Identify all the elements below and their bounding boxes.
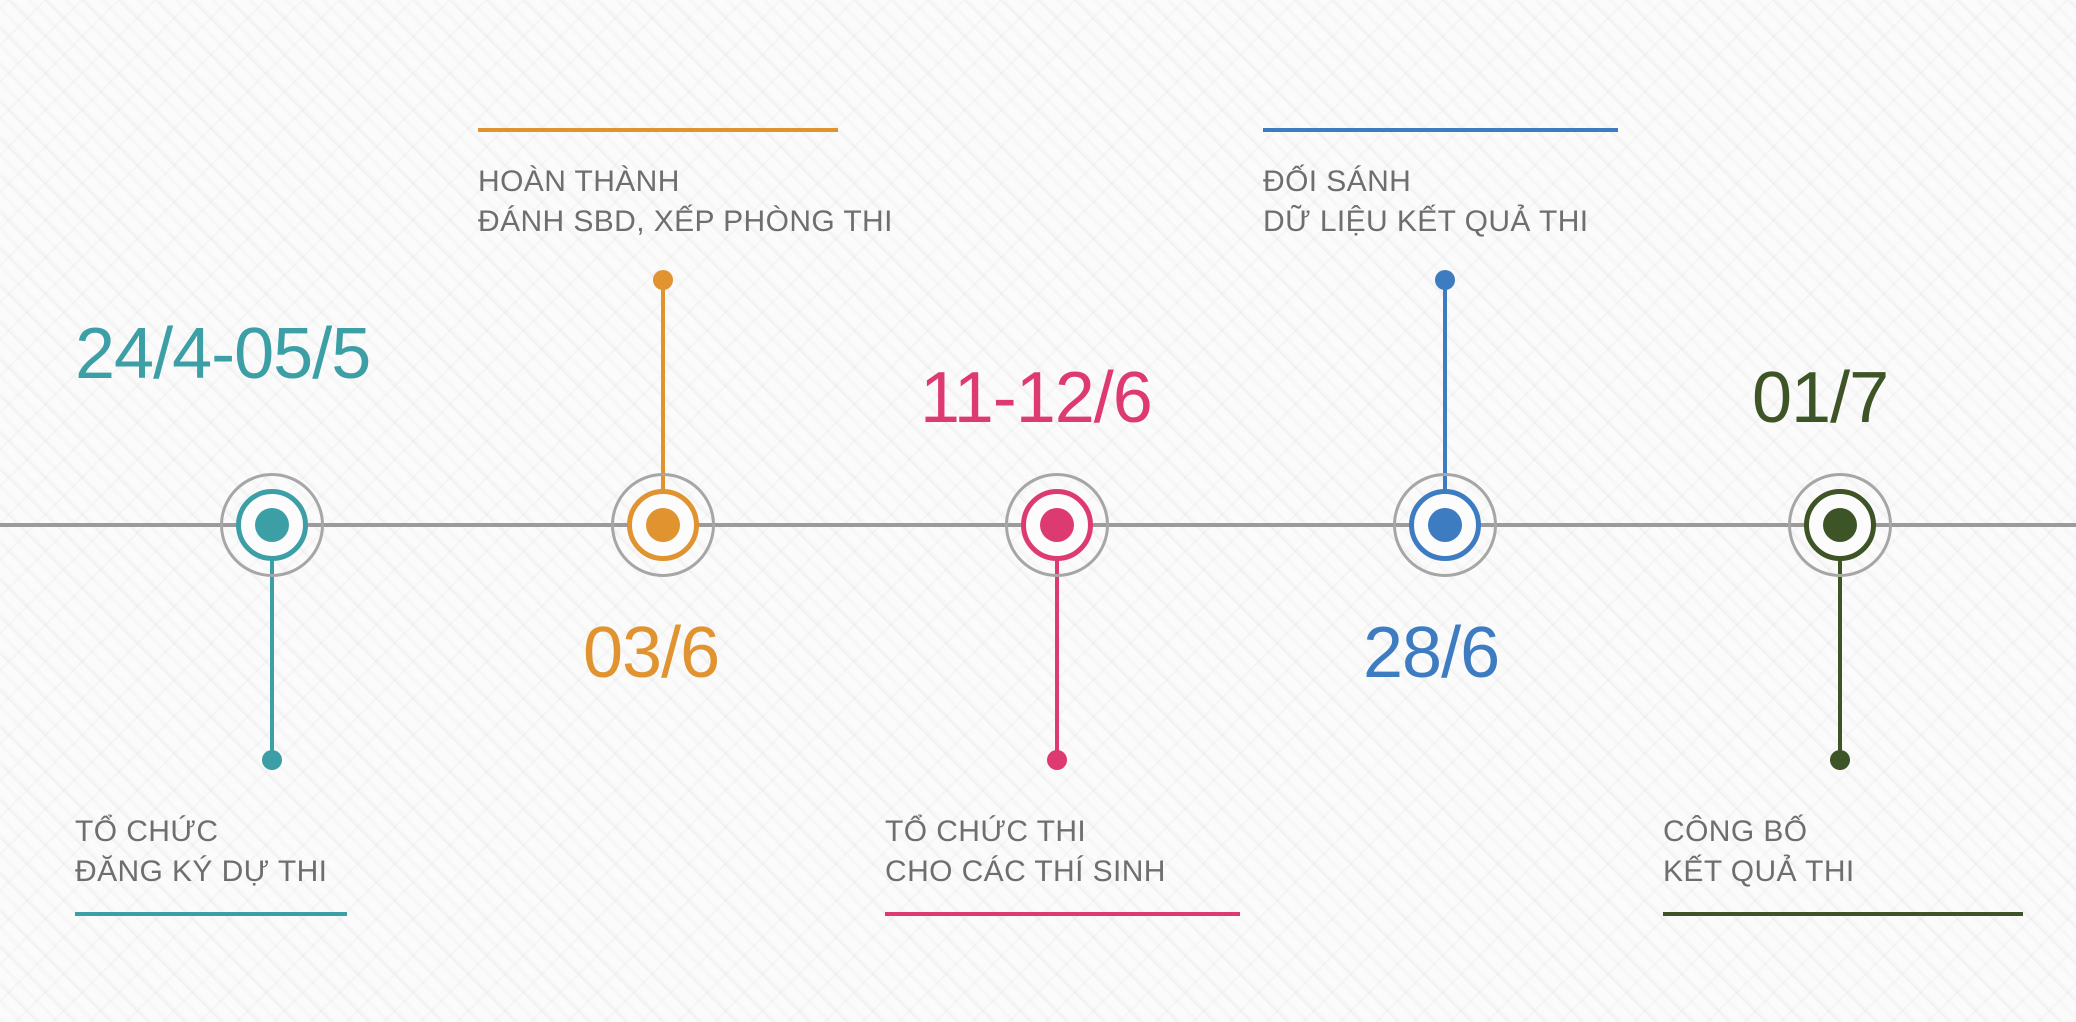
milestone-caption-line: DỮ LIỆU KẾT QUẢ THI (1263, 204, 1589, 238)
milestone-caption-text-m1: TỔ CHỨC ĐĂNG KÝ DỰ THI (75, 812, 347, 892)
milestone-caption-m4: ĐỐI SÁNH DỮ LIỆU KẾT QUẢ THI (1263, 128, 1618, 242)
node-core-dot-icon (1428, 508, 1462, 542)
milestone-connector-m3 (1055, 525, 1059, 760)
milestone-caption-m2: HOÀN THÀNH ĐÁNH SBD, XẾP PHÒNG THI (478, 128, 893, 242)
milestone-caption-line: ĐÁNH SBD, XẾP PHÒNG THI (478, 204, 893, 238)
milestone-connector-endpoint-m5 (1830, 750, 1850, 770)
node-core-dot-icon (1823, 508, 1857, 542)
node-mid-ring-icon (627, 489, 699, 561)
milestone-date-m4: 28/6 (1363, 613, 1500, 693)
milestone-caption-text-m5: CÔNG BỐ KẾT QUẢ THI (1663, 812, 2023, 892)
milestone-caption-line: ĐĂNG KÝ DỰ THI (75, 854, 328, 888)
milestone-connector-endpoint-m4 (1435, 270, 1455, 290)
milestone-caption-line: CÔNG BỐ (1663, 815, 1808, 848)
milestone-connector-m5 (1838, 525, 1842, 760)
milestone-caption-m5: CÔNG BỐ KẾT QUẢ THI (1663, 812, 2023, 916)
node-core-dot-icon (255, 508, 289, 542)
milestone-connector-endpoint-m2 (653, 270, 673, 290)
node-mid-ring-icon (236, 489, 308, 561)
milestone-caption-rule-m5 (1663, 911, 2023, 916)
milestone-caption-text-m2: HOÀN THÀNH ĐÁNH SBD, XẾP PHÒNG THI (478, 162, 893, 242)
node-core-dot-icon (1040, 508, 1074, 542)
milestone-connector-endpoint-m3 (1047, 750, 1067, 770)
milestone-date-m5: 01/7 (1752, 358, 1889, 438)
milestone-caption-m1: TỔ CHỨC ĐĂNG KÝ DỰ THI (75, 812, 347, 916)
milestone-date-m1: 24/4-05/5 (75, 314, 371, 394)
milestone-date-m2: 03/6 (583, 613, 720, 693)
milestone-caption-line: TỔ CHỨC (75, 815, 219, 848)
milestone-caption-line: TỔ CHỨC THI (885, 815, 1087, 848)
milestone-connector-endpoint-m1 (262, 750, 282, 770)
node-outer-ring-icon (1788, 473, 1892, 577)
milestone-caption-m3: TỔ CHỨC THI CHO CÁC THÍ SINH (885, 812, 1240, 916)
milestone-caption-line: KẾT QUẢ THI (1663, 854, 1855, 888)
node-outer-ring-icon (611, 473, 715, 577)
node-outer-ring-icon (1005, 473, 1109, 577)
milestone-connector-m2 (661, 280, 665, 525)
milestone-caption-line: HOÀN THÀNH (478, 165, 680, 198)
milestone-connector-m1 (270, 525, 274, 760)
milestone-caption-rule-m2 (478, 128, 838, 132)
milestone-caption-rule-m4 (1263, 128, 1618, 132)
milestone-connector-m4 (1443, 280, 1447, 525)
milestone-caption-text-m4: ĐỐI SÁNH DỮ LIỆU KẾT QUẢ THI (1263, 162, 1618, 242)
milestone-caption-line: ĐỐI SÁNH (1263, 165, 1412, 198)
milestone-caption-rule-m1 (75, 911, 347, 916)
node-outer-ring-icon (220, 473, 324, 577)
milestone-caption-text-m3: TỔ CHỨC THI CHO CÁC THÍ SINH (885, 812, 1240, 892)
milestone-date-m3: 11-12/6 (920, 358, 1153, 438)
node-core-dot-icon (646, 508, 680, 542)
node-outer-ring-icon (1393, 473, 1497, 577)
milestone-caption-rule-m3 (885, 911, 1240, 916)
milestone-caption-line: CHO CÁC THÍ SINH (885, 854, 1166, 888)
